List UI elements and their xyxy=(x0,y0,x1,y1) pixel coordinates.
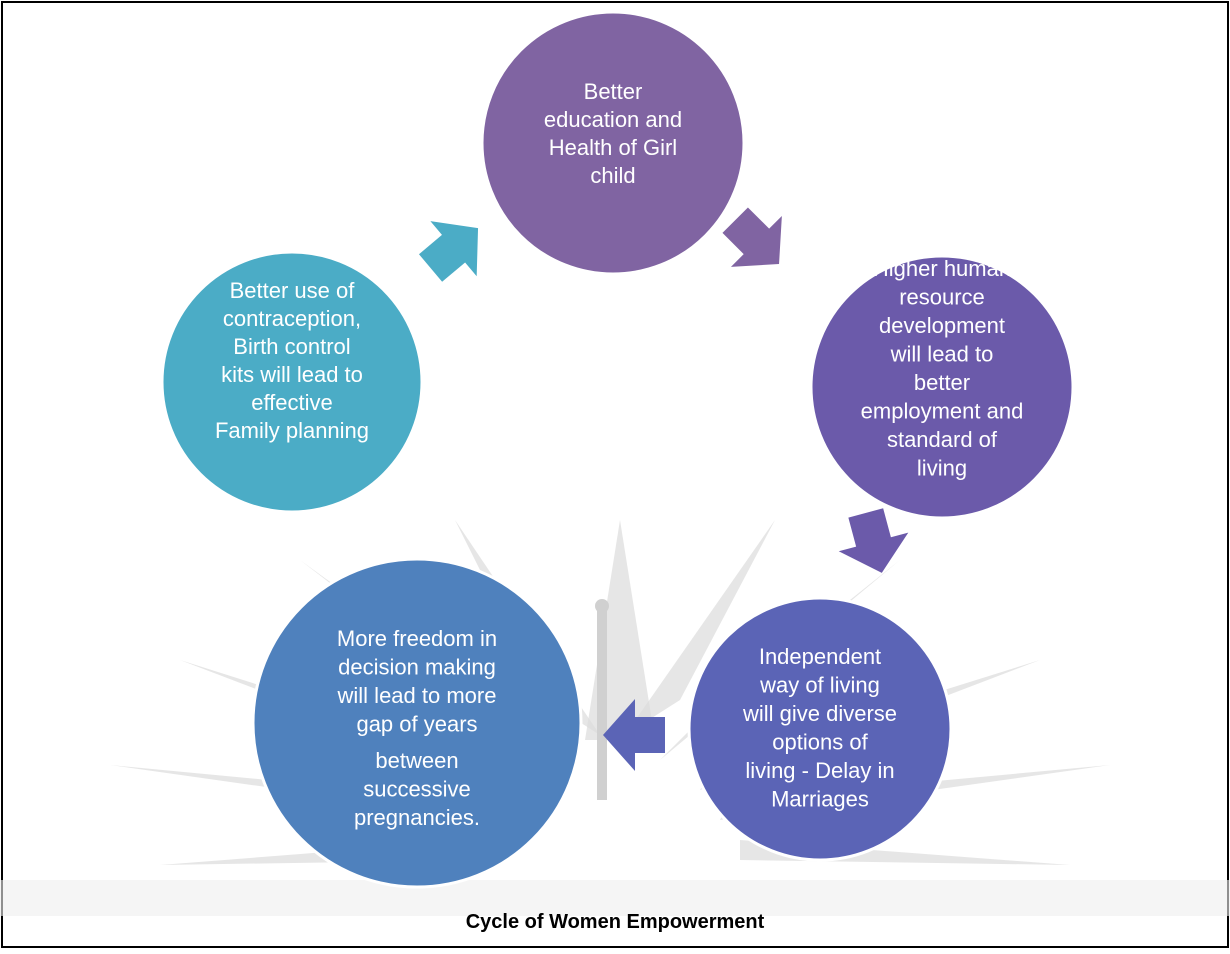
node-text-line: options of xyxy=(772,730,868,755)
node-text-line: living - Delay in xyxy=(745,758,894,783)
node-left: Better use of contraception, Birth control… xyxy=(160,250,424,514)
node-circle xyxy=(251,557,583,889)
node-text-line: better xyxy=(914,370,970,395)
node-text-line: employment and xyxy=(861,399,1024,424)
watermark-pole-cap xyxy=(595,599,609,613)
node-bottom-left: More freedom in decision making will lead … xyxy=(251,557,583,889)
node-text-line: standard of xyxy=(887,427,998,452)
node-text-line: effective xyxy=(251,390,333,415)
node-text-line: Family planning xyxy=(215,418,369,443)
node-text-line: will lead to xyxy=(890,342,994,367)
node-text-line: Marriages xyxy=(771,787,869,812)
arrow-icon xyxy=(418,221,479,282)
arrow-icon xyxy=(722,207,782,267)
node-text-line: kits will lead to xyxy=(221,362,363,387)
arrow-icon xyxy=(603,699,665,771)
watermark-pole xyxy=(597,610,607,800)
node-text-line: way of living xyxy=(759,673,880,698)
node-circle xyxy=(480,10,746,276)
node-text-line: decision making xyxy=(338,655,496,680)
node-bottom-right: Independent way of living will give divers… xyxy=(687,596,953,862)
node-text-line: education and xyxy=(544,107,682,132)
node-right: Higher human resource development will lead… xyxy=(809,254,1075,520)
node-text-line: will give diverse xyxy=(742,701,897,726)
node-text-line: successive xyxy=(363,777,471,802)
node-text-line: gap of years xyxy=(356,712,477,737)
node-text-line: will lead to more xyxy=(337,683,497,708)
node-text-line: between xyxy=(375,748,458,773)
node-text-line: pregnancies. xyxy=(354,805,480,830)
node-text-line: Better use of xyxy=(230,278,356,303)
arrow-icon xyxy=(838,508,909,573)
diagram-caption: Cycle of Women Empowerment xyxy=(466,911,765,933)
watermark-ray xyxy=(625,520,775,735)
node-text-line: Better xyxy=(584,79,643,104)
node-text-line: development xyxy=(879,313,1005,338)
node-text-line: child xyxy=(590,163,635,188)
node-text-line: resource xyxy=(899,285,985,310)
node-text-line: Higher human xyxy=(873,256,1011,281)
node-text-line: contraception, xyxy=(223,306,361,331)
node-circle xyxy=(687,596,953,862)
node-text-line: More freedom in xyxy=(337,626,497,651)
node-text-line: living xyxy=(917,456,967,481)
node-text-line: Birth control xyxy=(233,334,350,359)
node-text-line: Independent xyxy=(759,644,881,669)
node-circle xyxy=(160,250,424,514)
node-text-line: Health of Girl xyxy=(549,135,677,160)
watermark-band xyxy=(0,880,1230,916)
node-circle xyxy=(809,254,1075,520)
